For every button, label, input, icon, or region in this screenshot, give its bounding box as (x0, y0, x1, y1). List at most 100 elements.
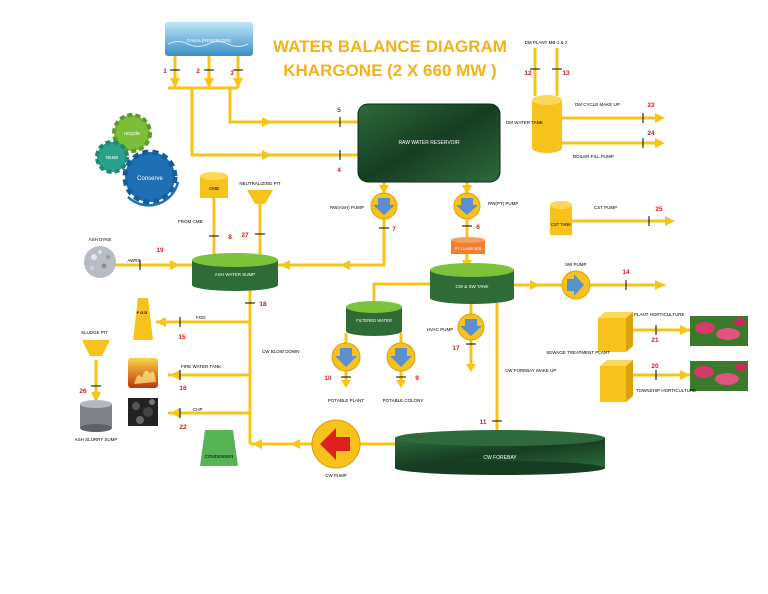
flow-number: 24 (647, 130, 655, 137)
rw-ash-pump-label: RW(ASH) PUMP (330, 205, 364, 210)
cmb-tank: CMB (200, 172, 228, 198)
rw-pt-pump-label: RW(PT) PUMP (488, 201, 518, 206)
pt-clarifier-label: PT CLARIFIER (454, 246, 481, 251)
flow-number: 4 (337, 167, 341, 174)
flow-number: 16 (179, 385, 187, 392)
filtered-water-label: FILTERED WATER (356, 318, 392, 323)
cst-tank: CST TANK (550, 201, 572, 235)
flow-number: 22 (179, 424, 187, 431)
condenser-label: CONDENSER (205, 454, 235, 459)
flow-number: 1 (163, 68, 167, 75)
fire-water-tank (128, 358, 158, 388)
fgd-stack: F G D (133, 298, 153, 340)
flow-number: 25 (655, 206, 663, 213)
township-horticulture-label: TOWNSHIP HORTICULTURE (636, 388, 696, 393)
hvac-pump (457, 313, 485, 341)
diagram-title-line1: WATER BALANCE DIAGRAM (273, 37, 507, 56)
plant-horticulture-label: PLANT HORTICULTURE (634, 312, 685, 317)
cw-forebay-label: CW FOREBAY (483, 455, 517, 461)
pt-clarifier: PT CLARIFIER (451, 237, 485, 254)
potable-colony-label: POTABLE COLONY (383, 398, 424, 403)
cw-pump-label: CW PUMP (325, 473, 347, 478)
potable-plant-label: POTABLE PLANT (328, 398, 364, 403)
neutralizing-label: NEUTRALIZING PIT (239, 181, 281, 186)
raw-reservoir-label: RAW WATER RESERVOIR (398, 140, 460, 146)
ash-slurry-label: ASH SLURRY SUMP (75, 437, 118, 442)
raw-water-reservoir: RAW WATER RESERVOIR (357, 103, 501, 183)
flow-number: 20 (651, 363, 659, 370)
sewage-treatment-plant (598, 312, 633, 402)
fire-water-label: FIRE WATER TANK (181, 364, 221, 369)
diagram-title-line2: KHARGONE (2 X 660 MW ) (283, 61, 496, 80)
flow-number: 26 (79, 388, 87, 395)
dm-water-tank (532, 95, 562, 153)
rw-pt-pump (453, 192, 481, 220)
flow-number: 21 (651, 337, 659, 344)
fgd-stack-label: F G D (137, 310, 148, 315)
ash-sump-label: ASH WATER SUMP (215, 272, 256, 277)
flow-number: 8 (228, 234, 232, 241)
sludge-pit-label: SLUDGE PIT (81, 330, 108, 335)
flow-number: 5 (337, 107, 341, 114)
hvac-label: HVAC PUMP (427, 327, 453, 332)
flow-arrows (91, 78, 690, 449)
flow-number: 11 (480, 419, 487, 426)
potable-plant-pump (331, 342, 361, 372)
canal-reservoir: CANAL(RESERVOIR) (165, 22, 253, 56)
canal-label: CANAL(RESERVOIR) (187, 38, 232, 43)
cw-sw-tank-label: CW & SW TANK (455, 284, 488, 289)
fgd-label: FGD (196, 315, 206, 320)
flow-number: 14 (622, 269, 630, 276)
from-cmb-label: FROM CMB (178, 219, 203, 224)
flow-number: 19 (156, 247, 164, 254)
flow-number: 10 (324, 375, 332, 382)
neutralizing-pit: NEUTRALIZING PIT (239, 181, 281, 204)
township-horticulture-image (690, 361, 748, 391)
dm-cycle-label: DM CYCLE MAKE UP (575, 102, 620, 107)
sludge-pit (82, 340, 110, 356)
conserve-label: Conserve (137, 176, 163, 182)
recycle-label: recycle (124, 131, 140, 137)
cst-pump-label: CST PUMP (594, 205, 617, 210)
cw-blow-down-label: CW BLOW DOWN (262, 349, 300, 354)
ash-dyke (84, 246, 116, 278)
flow-number: 13 (562, 70, 570, 77)
filtered-water-tank: FILTERED WATER (346, 301, 402, 336)
boiler-fill-label: BOILER FILL PUMP (573, 154, 614, 159)
dm-tank-label: DM WATER TANK (506, 120, 543, 125)
flow-number: 9 (415, 375, 419, 382)
dm-plant-label: DM PLANT MB-1 & 2 (525, 40, 568, 45)
flow-number: 2 (196, 68, 200, 75)
flow-number: 7 (392, 226, 396, 233)
flow-number: 18 (259, 301, 267, 308)
ash-slurry-sump (80, 400, 112, 432)
recycle-reuse-conserve-icon: recycle reuse Conserve (95, 113, 180, 207)
sw-pump-label: SW PUMP (565, 262, 587, 267)
cmb-label: CMB (209, 186, 219, 191)
cw-forebay-makeup-label: CW FOREBAY MAKE UP (505, 368, 556, 373)
stp-label: SEWAGE TREATMENT PLANT (546, 350, 610, 355)
flow-number: 27 (241, 232, 249, 239)
cst-tank-label: CST TANK (551, 222, 571, 227)
condenser: CONDENSER (200, 430, 238, 466)
cw-pump (311, 419, 361, 469)
flow-number: 17 (452, 345, 460, 352)
chp-coal-pile (128, 398, 158, 426)
cw-sw-tank: CW & SW TANK (430, 263, 514, 304)
reuse-label: reuse (106, 155, 119, 161)
rw-ash-pump (370, 192, 398, 220)
cw-forebay: CW FOREBAY (395, 430, 605, 475)
flow-number: 12 (524, 70, 532, 77)
chp-label: CHP (193, 407, 203, 412)
flow-number: 3 (230, 70, 234, 77)
ash-dyke-label: ASH DYKE (89, 237, 112, 242)
flow-meters (91, 68, 657, 422)
ash-water-sump: ASH WATER SUMP (192, 253, 278, 291)
sw-pump (561, 270, 591, 300)
flow-number-labels: 1 2 3 5 4 12 13 23 24 7 6 8 27 25 19 14 … (79, 68, 663, 431)
plant-horticulture-image (690, 316, 748, 346)
potable-colony-pump (386, 342, 416, 372)
flow-number: 15 (178, 334, 186, 341)
flow-number: 6 (476, 224, 480, 231)
awrs-label: AWRS (127, 258, 140, 263)
